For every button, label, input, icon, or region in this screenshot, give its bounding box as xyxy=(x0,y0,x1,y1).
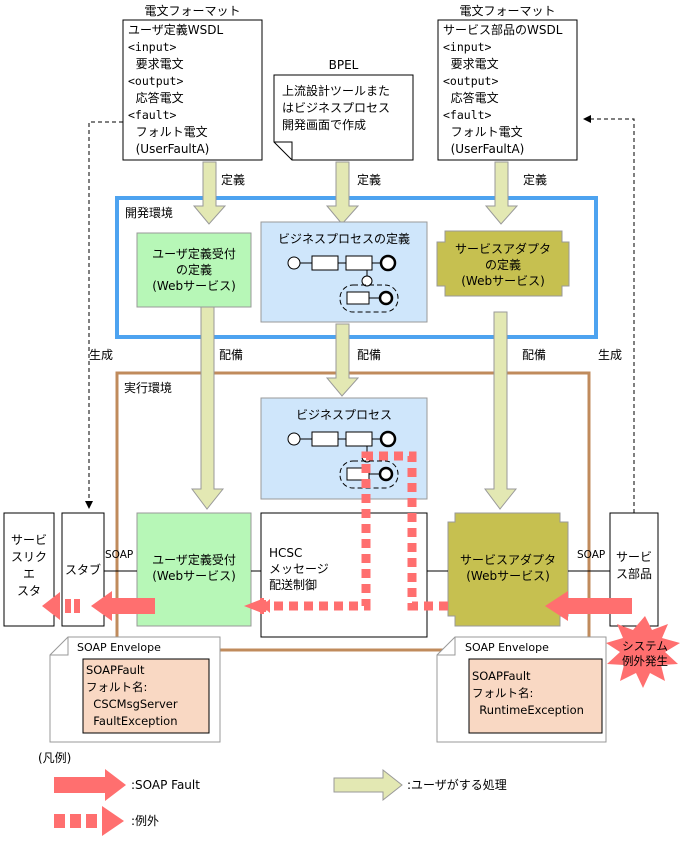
dev-user-reception-line: の定義 xyxy=(175,263,212,277)
wsdl-left-line: フォルト電文 xyxy=(128,125,208,139)
dev-process-flow xyxy=(287,254,399,313)
bpel-note xyxy=(273,74,414,161)
envelope-right-line: SOAPFault xyxy=(472,669,531,683)
wsdl-left-line: <fault> xyxy=(128,108,177,122)
run-business-process-box xyxy=(260,397,428,500)
envelope-left-line: SOAPFault xyxy=(86,663,145,677)
legend-user-process-label: :ユーザがする処理 xyxy=(407,778,507,792)
format-caption-right: 電文フォーマット xyxy=(459,4,556,18)
dev-service-adapter-box xyxy=(436,230,570,297)
define-label-3: 定義 xyxy=(523,173,548,187)
client-line: スリク xyxy=(10,550,47,564)
dev-user-reception-line: ユーザ定義受付 xyxy=(152,247,236,261)
client-line: サービ xyxy=(10,533,47,547)
dev-service-adapter-line: サービスアダプタ xyxy=(454,242,551,256)
stub-label: スタブ xyxy=(64,563,101,577)
deploy-arrows xyxy=(191,306,518,510)
wsdl-left-line: (UserFaultA) xyxy=(128,142,210,156)
bpel-line: はビジネスプロセス xyxy=(282,101,391,115)
wsdl-right-line: (UserFaultA) xyxy=(443,142,525,156)
wsdl-right-line: <output> xyxy=(443,74,499,88)
dev-user-reception-line: (Webサービス) xyxy=(152,279,236,293)
dev-service-adapter-line: の定義 xyxy=(484,258,521,272)
envelope-left-line: FaultException xyxy=(86,714,178,728)
run-env-frame xyxy=(115,371,591,652)
dev-env-frame xyxy=(115,196,598,339)
run-service-adapter-line: (Webサービス) xyxy=(466,569,550,583)
format-caption-left: 電文フォーマット xyxy=(144,4,241,18)
client-fault-arrow xyxy=(42,592,80,620)
exception-starburst xyxy=(606,616,680,688)
wsdl-right-line: 応答電文 xyxy=(443,91,499,105)
exception-path xyxy=(262,451,448,611)
service-part-line: サービ xyxy=(615,550,652,564)
run-service-adapter-line: サービスアダプタ xyxy=(459,553,556,567)
service-part-line: ス部品 xyxy=(615,567,652,581)
wsdl-right-line: <fault> xyxy=(443,108,492,122)
envelope-right-line: RuntimeException xyxy=(472,703,584,717)
exception-line: システム xyxy=(622,639,668,653)
hcsc-line: メッセージ xyxy=(269,562,329,576)
wsdl-left-line: <output> xyxy=(128,74,184,88)
exception-line: 例外発生 xyxy=(622,654,668,668)
wsdl-right-line: <input> xyxy=(443,40,492,54)
envelope-right-line: フォルト名: xyxy=(472,686,534,700)
dev-env-title: 開発環境 xyxy=(125,206,174,220)
wsdl-left-line: ユーザ定義WSDL xyxy=(128,23,224,37)
run-service-adapter-box xyxy=(447,512,569,627)
deploy-label-2: 配備 xyxy=(357,348,382,362)
wsdl-left-line: 要求電文 xyxy=(128,57,184,71)
deploy-label-1: 配備 xyxy=(219,348,244,362)
soap-label-left: SOAP xyxy=(105,549,134,561)
legend-soap-fault-label: :SOAP Fault xyxy=(131,778,200,792)
dev-service-adapter-line: (Webサービス) xyxy=(461,274,545,288)
generate-label-left: 生成 xyxy=(89,348,114,362)
wsdl-box-left xyxy=(122,19,263,161)
run-business-process-title: ビジネスプロセス xyxy=(295,408,392,422)
dev-business-process-title: ビジネスプロセスの定義 xyxy=(277,232,410,246)
wsdl-left-line: <input> xyxy=(128,40,177,54)
bpel-line: 開発画面で作成 xyxy=(282,118,367,132)
envelope-left-line: フォルト名: xyxy=(86,680,148,694)
wsdl-right-line: サービス部品のWSDL xyxy=(443,23,563,37)
run-user-reception-line: ユーザ定義受付 xyxy=(152,553,236,567)
deploy-label-3: 配備 xyxy=(522,348,547,362)
run-user-reception-box xyxy=(136,512,252,627)
legend-graphics xyxy=(54,768,403,836)
client-line: エ xyxy=(22,567,35,581)
hcsc-line: 配送制御 xyxy=(269,578,318,592)
envelope-left-title: SOAP Envelope xyxy=(77,641,161,654)
envelope-right-title: SOAP Envelope xyxy=(465,641,549,654)
wsdl-left-line: 応答電文 xyxy=(128,91,184,105)
bpel-caption: BPEL xyxy=(328,58,359,72)
bpel-line: 上流設計ツールまた xyxy=(282,84,391,98)
wsdl-box-right xyxy=(437,19,578,161)
run-env-title: 実行環境 xyxy=(124,381,173,395)
client-line: スタ xyxy=(16,584,41,598)
envelope-left-line: CSCMsgServer xyxy=(86,697,178,711)
run-user-reception-line: (Webサービス) xyxy=(152,569,236,583)
wsdl-right-line: 要求電文 xyxy=(443,57,499,71)
wsdl-right-line: フォルト電文 xyxy=(443,125,523,139)
hcsc-box xyxy=(260,512,428,638)
legend-exception-label: :例外 xyxy=(131,814,160,828)
dev-business-process-box xyxy=(260,221,428,323)
hcsc-line: HCSC xyxy=(269,546,303,560)
soap-label-right: SOAP xyxy=(577,549,606,561)
define-label-1: 定義 xyxy=(221,173,246,187)
legend-title: (凡例) xyxy=(38,751,72,765)
generate-arrow-right xyxy=(583,115,635,513)
generate-label-right: 生成 xyxy=(598,348,623,362)
dev-user-reception-box xyxy=(136,232,252,308)
define-label-2: 定義 xyxy=(357,173,382,187)
define-arrows xyxy=(192,161,519,225)
